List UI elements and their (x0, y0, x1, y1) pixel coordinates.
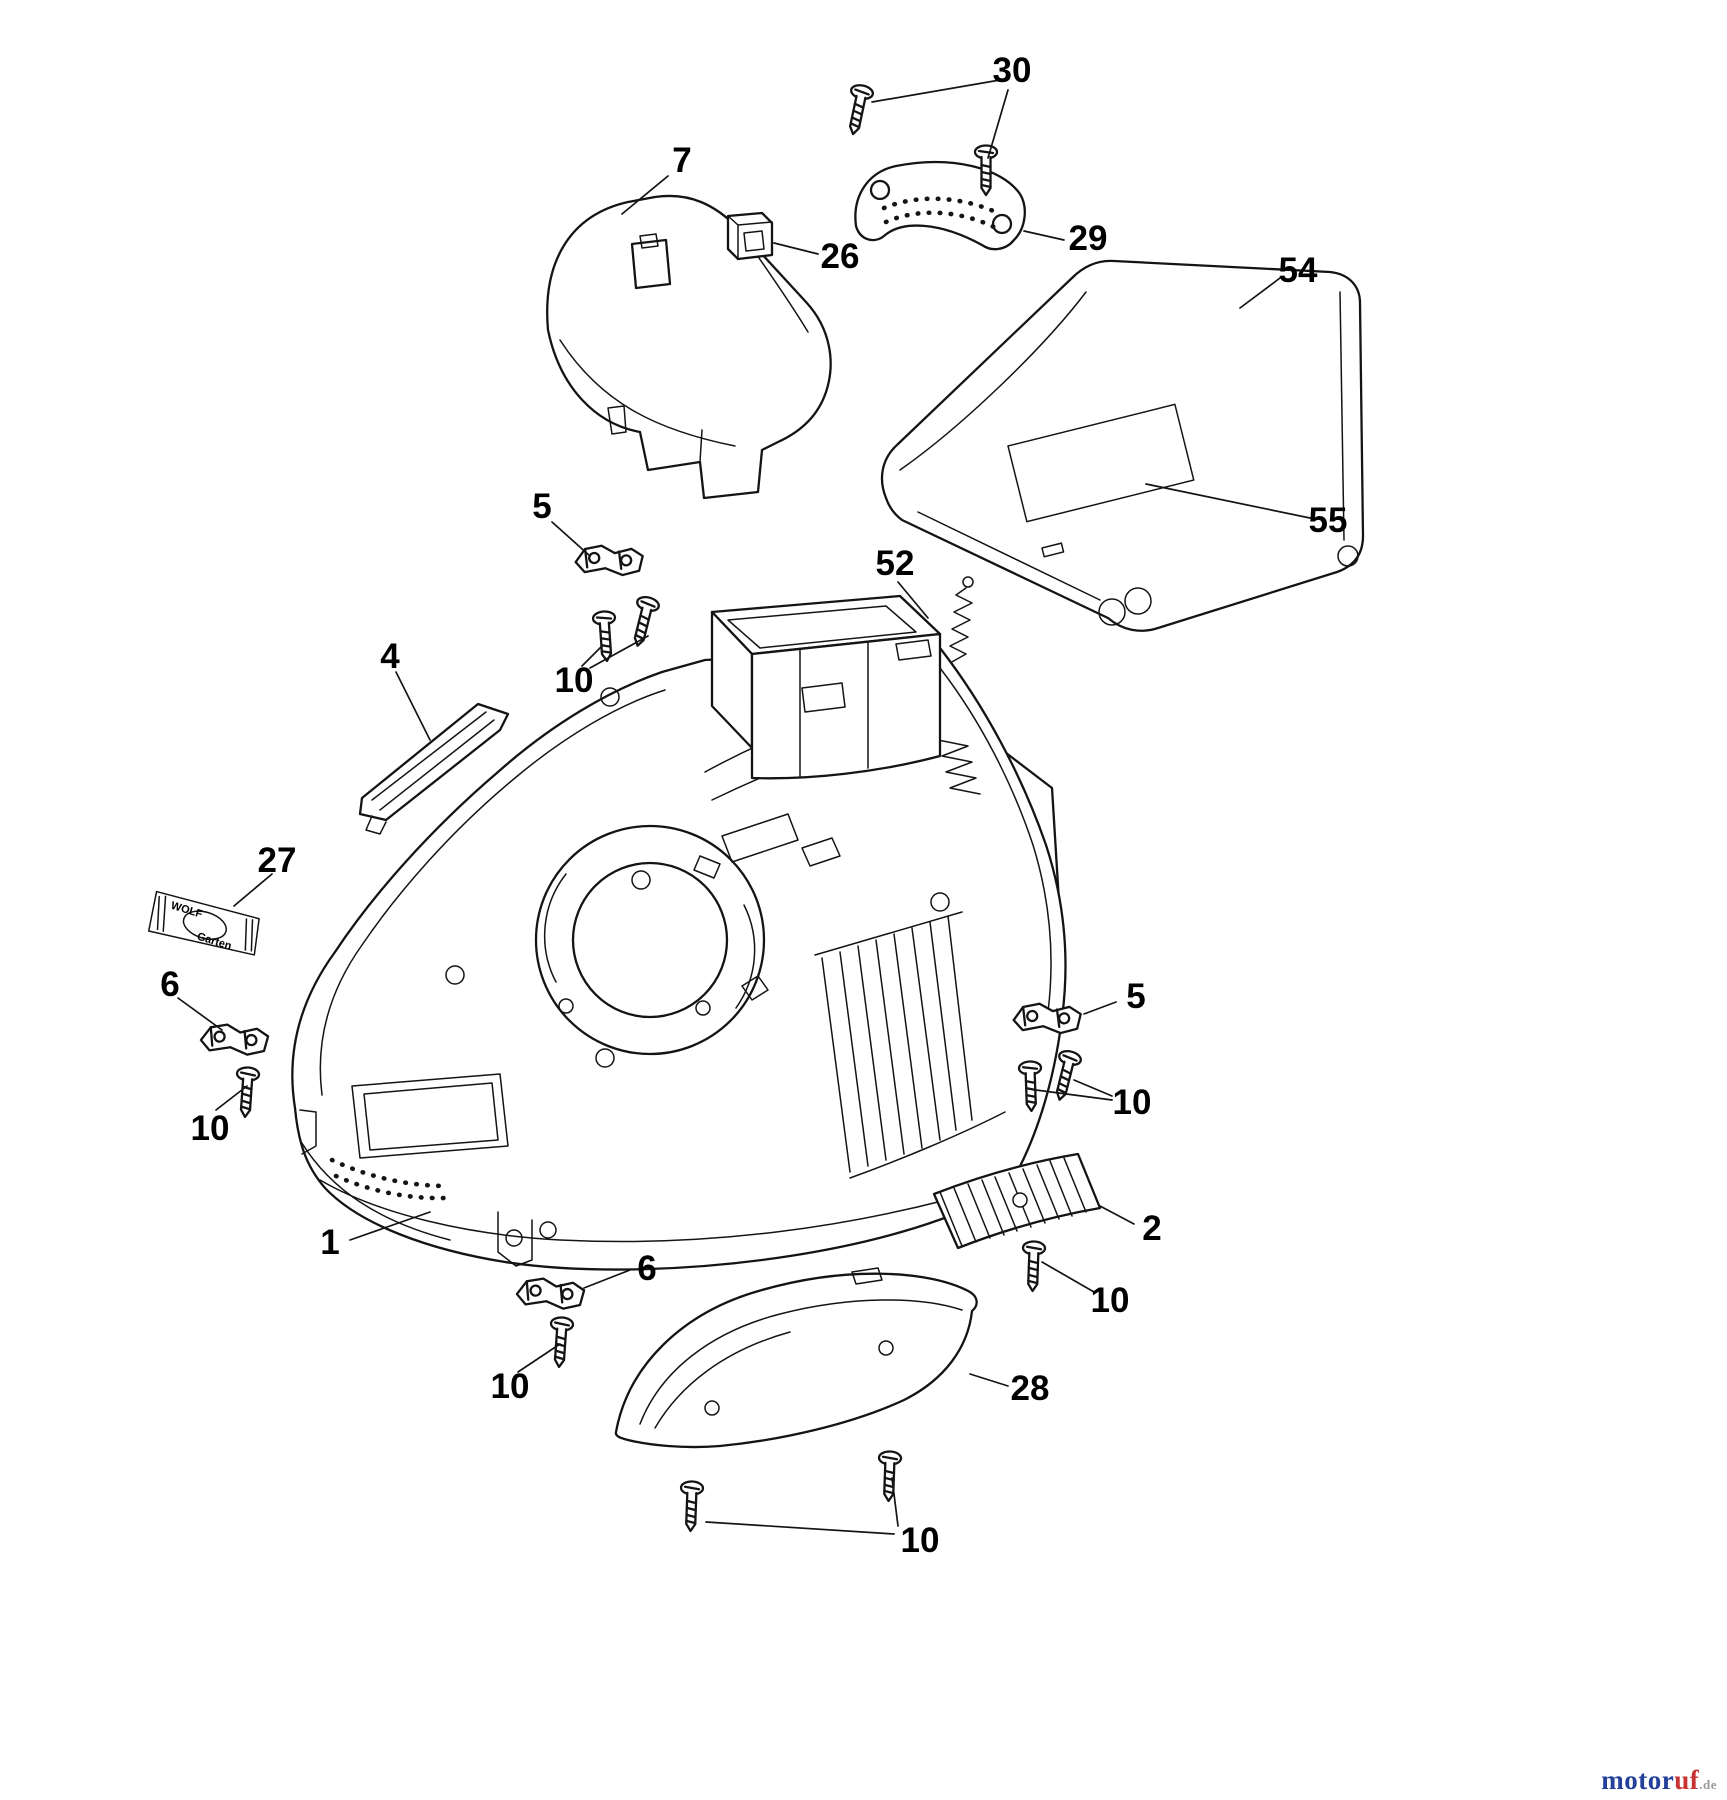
callout-2: 2 (1142, 1209, 1161, 1248)
part-26-cap (726, 211, 774, 261)
callout-10-f: 10 (901, 1521, 940, 1560)
screw-icon (841, 82, 876, 138)
leader-lines (177, 79, 1311, 1535)
part-5-clamp-left (573, 542, 645, 580)
screw-icon (625, 593, 662, 650)
callout-10-d: 10 (1091, 1281, 1130, 1320)
callout-30: 30 (993, 51, 1032, 90)
part-6-clamp-bottom (514, 1274, 587, 1314)
part-6-clamp-left (198, 1020, 271, 1060)
watermark-logo: motoruf.de (1601, 1765, 1717, 1796)
callout-1: 1 (320, 1223, 339, 1262)
part-29-handle (854, 160, 1026, 251)
screw-icon (1020, 1239, 1047, 1293)
part-4-strip (358, 702, 510, 835)
part-54-flap (880, 259, 1365, 632)
callout-27: 27 (258, 841, 297, 880)
watermark-name: motor (1601, 1765, 1675, 1795)
part-28-bumper (614, 1267, 978, 1449)
screw-icon (546, 1315, 575, 1369)
callout-52: 52 (876, 544, 915, 583)
callout-10-a: 10 (555, 661, 594, 700)
callout-26: 26 (821, 237, 860, 276)
callout-29: 29 (1069, 219, 1108, 258)
callout-10-e: 10 (491, 1367, 530, 1406)
screw-icon (678, 1479, 705, 1533)
callout-28: 28 (1011, 1369, 1050, 1408)
part-1-deck-housing (291, 646, 1067, 1271)
callout-5-left: 5 (532, 487, 551, 526)
callout-7: 7 (672, 141, 691, 180)
part-27-badge: WOLF Garten (147, 890, 260, 956)
callout-54: 54 (1279, 251, 1318, 290)
watermark-name2: uf (1674, 1765, 1700, 1795)
callout-6-left: 6 (160, 965, 179, 1004)
callout-10-c: 10 (1113, 1083, 1152, 1122)
screw-icon (876, 1449, 903, 1503)
callout-5-right: 5 (1126, 977, 1145, 1016)
watermark-tld: .de (1699, 1777, 1717, 1792)
callout-55: 55 (1309, 501, 1348, 540)
callout-4: 4 (380, 637, 400, 676)
part-2-grate (932, 1152, 1102, 1250)
callout-10-b: 10 (191, 1109, 230, 1148)
rear-compartment (710, 594, 942, 780)
callout-6-bottom: 6 (637, 1249, 656, 1288)
part-7-motor-cover (546, 194, 832, 500)
